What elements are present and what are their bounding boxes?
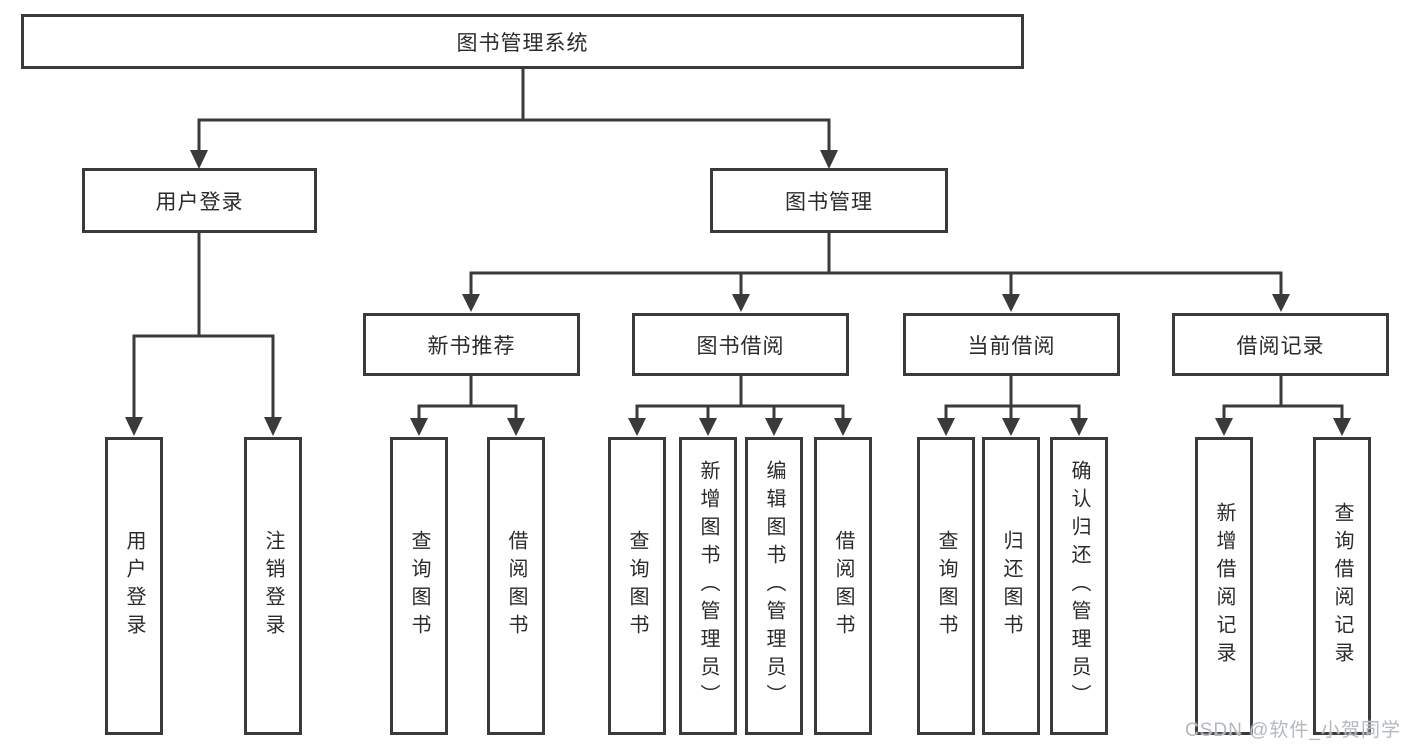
leaf-borrow-edit-books-admin-label: 编辑图书（管理员） (763, 460, 785, 712)
node-book-borrowing-label: 图书借阅 (696, 334, 785, 358)
leaf-recommend-query-books-label: 查询图书 (408, 530, 430, 642)
leaf-user-login-label: 用户登录 (123, 530, 145, 642)
leaf-current-confirm-return-admin-label: 确认归还（管理员） (1068, 460, 1090, 712)
node-current-borrowing: 当前借阅 (903, 313, 1120, 376)
node-library-management-system: 图书管理系统 (21, 14, 1024, 69)
leaf-borrow-add-books-admin: 新增图书（管理员） (679, 437, 737, 735)
leaf-current-query-books: 查询图书 (917, 437, 975, 735)
leaf-borrow-query-books: 查询图书 (608, 437, 666, 735)
node-borrowing-records: 借阅记录 (1172, 313, 1389, 376)
leaf-recommend-borrow-books-label: 借阅图书 (505, 530, 527, 642)
leaf-logout: 注销登录 (244, 437, 302, 735)
leaf-borrow-borrow-books: 借阅图书 (814, 437, 872, 735)
connector-borrowing-to-leaves (628, 376, 852, 436)
leaf-recommend-borrow-books: 借阅图书 (487, 437, 545, 735)
leaf-user-login: 用户登录 (105, 437, 163, 735)
node-new-book-recommend-label: 新书推荐 (427, 334, 516, 358)
leaf-borrow-edit-books-admin: 编辑图书（管理员） (745, 437, 803, 735)
leaf-borrow-add-books-admin-label: 新增图书（管理员） (697, 460, 719, 712)
connector-user-login-to-leaves (125, 233, 282, 436)
node-book-management: 图书管理 (710, 168, 948, 233)
leaf-current-query-books-label: 查询图书 (935, 530, 957, 642)
node-book-borrowing: 图书借阅 (632, 313, 849, 376)
leaf-borrow-borrow-books-label: 借阅图书 (832, 530, 854, 642)
connector-recommend-to-leaves (410, 376, 525, 436)
leaf-current-confirm-return-admin: 确认归还（管理员） (1050, 437, 1108, 735)
connector-current-to-leaves (937, 376, 1088, 436)
node-user-login: 用户登录 (82, 168, 317, 233)
connector-root-to-level2 (190, 68, 838, 169)
leaf-logout-label: 注销登录 (262, 530, 284, 642)
node-new-book-recommend: 新书推荐 (363, 313, 580, 376)
connector-book-management-to-level3 (462, 233, 1290, 312)
node-current-borrowing-label: 当前借阅 (967, 334, 1056, 358)
node-book-management-label: 图书管理 (785, 190, 873, 214)
leaf-records-query-record: 查询借阅记录 (1313, 437, 1371, 735)
node-user-login-label: 用户登录 (155, 190, 244, 214)
leaf-records-add-record-label: 新增借阅记录 (1213, 502, 1235, 670)
leaf-borrow-query-books-label: 查询图书 (626, 530, 648, 642)
node-library-management-system-label: 图书管理系统 (456, 31, 589, 55)
node-borrowing-records-label: 借阅记录 (1236, 334, 1325, 358)
leaf-recommend-query-books: 查询图书 (390, 437, 448, 735)
leaf-current-return-books: 归还图书 (982, 437, 1040, 735)
connector-records-to-leaves (1215, 375, 1351, 436)
leaf-records-query-record-label: 查询借阅记录 (1331, 502, 1353, 670)
leaf-records-add-record: 新增借阅记录 (1195, 437, 1253, 735)
leaf-current-return-books-label: 归还图书 (1000, 530, 1022, 642)
